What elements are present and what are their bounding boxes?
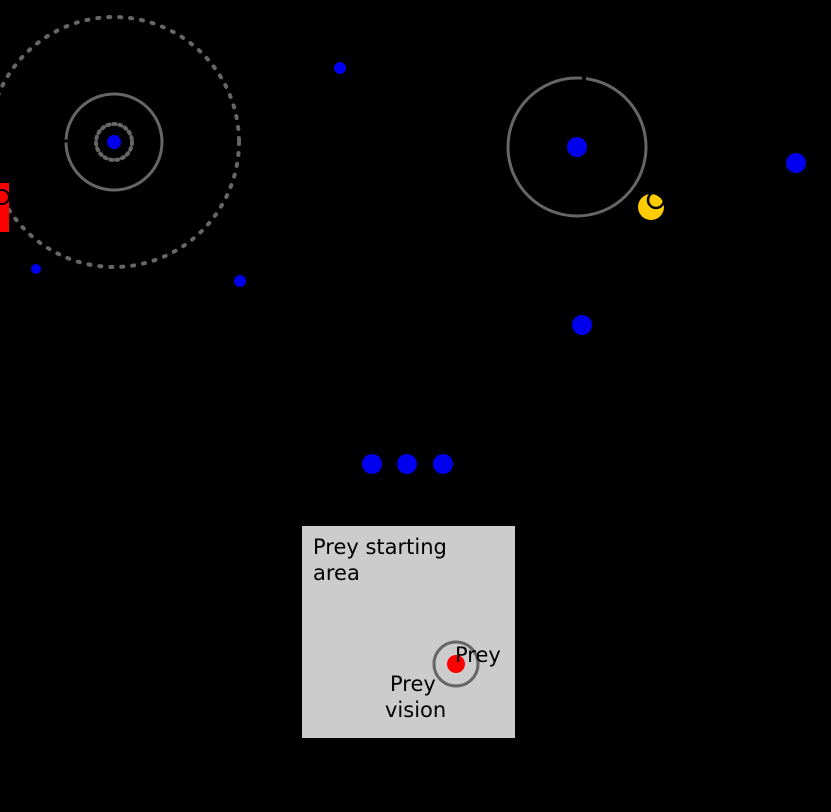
agent-left-mid[interactable]	[234, 275, 246, 287]
predator-right-vision-ring	[506, 76, 648, 218]
agent-mid-right[interactable]	[572, 315, 592, 335]
agent-top-center[interactable]	[334, 62, 346, 74]
prey-vision-ring	[432, 640, 480, 688]
prey-label: Prey	[455, 643, 501, 667]
agent-row-2[interactable]	[397, 454, 417, 474]
predator-left-inner-ring	[94, 122, 134, 162]
prey-body[interactable]	[447, 655, 465, 673]
red-edge-marker-ring	[0, 189, 10, 205]
food-group	[638, 190, 666, 220]
prey-starting-area-label-line1: Prey starting	[313, 535, 447, 559]
red-edge-marker[interactable]	[0, 183, 10, 232]
agent-far-right[interactable]	[786, 153, 806, 173]
prey-vision-label-line2: vision	[385, 698, 446, 722]
agent-row-3[interactable]	[433, 454, 453, 474]
predator-left-body[interactable]	[107, 135, 121, 149]
prey-starting-area-label-line2: area	[313, 561, 360, 585]
red-edge-marker-rect	[0, 183, 9, 232]
predator-left-outer-vision-ring	[0, 15, 241, 269]
agents-group	[31, 62, 806, 474]
prey-vision-label-line1: Prey	[390, 672, 436, 696]
agent-left-low[interactable]	[31, 264, 41, 274]
food-yellow-notch	[646, 190, 666, 210]
predator-left-vision-ring	[64, 92, 164, 192]
prey-starting-area-panel	[302, 526, 515, 738]
predator-right-body[interactable]	[567, 137, 587, 157]
agent-row-1[interactable]	[362, 454, 382, 474]
